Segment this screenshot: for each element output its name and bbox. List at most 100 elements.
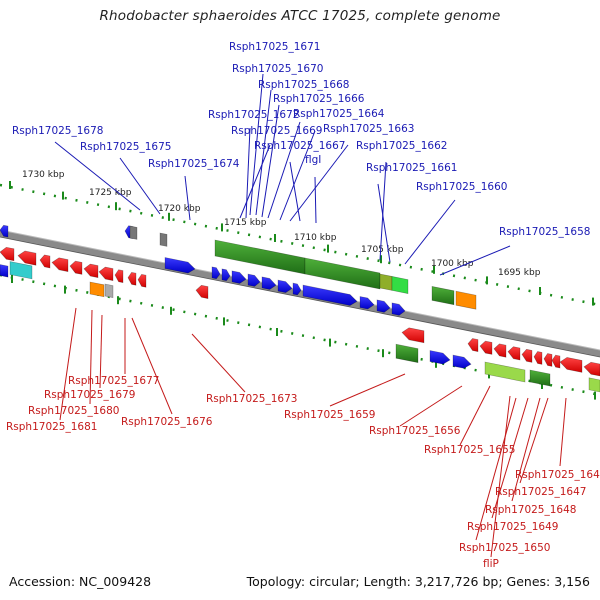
forward-gene (164, 257, 196, 274)
reverse-gene (17, 250, 37, 266)
gene-label: Rsph17025_1655 (424, 444, 515, 456)
gene-label: Rsph17025_1674 (148, 158, 240, 170)
pseudo-gene (455, 290, 477, 310)
reverse-gene (559, 357, 583, 373)
scale-label: 1725 kbp (89, 188, 132, 198)
leader-line (404, 199, 456, 265)
gene-label: Rsph17025_1680 (28, 405, 119, 417)
leader-line (131, 317, 173, 415)
leader-line (184, 175, 191, 221)
rna-gene (379, 273, 393, 291)
reverse-gene (479, 340, 493, 355)
reverse-gene (39, 254, 51, 269)
gene-label: Rsph17025_1663 (323, 123, 414, 135)
gene-label: Rsph17025_1673 (206, 393, 297, 405)
reverse-gene (114, 269, 124, 283)
leader-line (89, 309, 93, 405)
gene-label: Rsph17025_1658 (499, 226, 590, 238)
gene-label: Rsph17025_1676 (121, 416, 213, 428)
pseudo-gene (9, 261, 33, 280)
reverse-gene (127, 271, 137, 286)
reverse-gene (493, 343, 507, 358)
forward-gene (231, 270, 247, 284)
leader-line (279, 130, 316, 221)
scale-label: 1695 kbp (498, 268, 541, 278)
reverse-gene (195, 284, 209, 299)
leader-line (377, 183, 391, 263)
forward-gene (277, 279, 293, 293)
pseudo-gene (129, 225, 138, 240)
gene-label: Rsph17025_1664 (293, 108, 385, 120)
scale-label: 1715 kbp (224, 218, 267, 228)
reverse-gene (0, 246, 15, 262)
reverse-gene (507, 346, 521, 361)
reverse-gene (467, 338, 479, 352)
pseudo-gene (159, 232, 168, 247)
leader-line (267, 121, 301, 219)
forward-gene (302, 284, 358, 306)
gene-label: Rsph17025_1669 (231, 125, 322, 137)
reverse-gene (51, 257, 69, 272)
gene-label: Rsph17025_1668 (258, 79, 349, 91)
gene-label: Rsph17025_1671 (229, 41, 320, 53)
reverse-gene (401, 327, 425, 344)
label-leader-lines (54, 73, 567, 558)
leader-line (314, 176, 317, 224)
leader-line (289, 161, 301, 222)
gene-label: Rsph17025_1648 (485, 504, 576, 516)
leader-line (329, 373, 406, 407)
rna-gene (431, 286, 455, 306)
gene-label: Rsph17025_1666 (273, 93, 365, 105)
leader-line (255, 89, 272, 216)
reverse-gene (583, 361, 600, 377)
forward-gene-labels: Rsph17025_1671Rsph17025_1670Rsph17025_16… (12, 41, 590, 238)
gene-label: Rsph17025_1677 (68, 375, 159, 387)
leader-line (399, 385, 463, 427)
leader-line (119, 157, 161, 215)
gene-label: Rsph17025_1646 (515, 469, 600, 481)
leader-line (459, 385, 491, 446)
map-title: Rhodobacter sphaeroides ATCC 17025, comp… (99, 8, 501, 24)
gene-label: Rsph17025_1650 (459, 542, 550, 554)
leader-line (59, 307, 77, 421)
topology-label: Topology: circular; Length: 3,217,726 bp… (246, 574, 590, 589)
gene-label: Rsph17025_1659 (284, 409, 375, 421)
accession-label: Accession: NC_009428 (9, 574, 152, 589)
leader-line (245, 127, 251, 219)
rna-gene (214, 239, 306, 275)
gene-label: Rsph17025_1681 (6, 421, 97, 433)
scale-label: 1710 kbp (294, 233, 337, 243)
gene-label: Rsph17025_1661 (366, 162, 457, 174)
reverse-gene (98, 266, 114, 281)
rna-gene (391, 276, 409, 294)
gene-label: fliP (483, 558, 499, 570)
forward-gene (429, 350, 451, 365)
gene-features (0, 224, 600, 393)
forward-gene (0, 264, 9, 278)
reverse-gene (551, 354, 561, 369)
forward-gene (292, 282, 302, 296)
forward-gene (452, 354, 472, 369)
gene-label: Rsph17025_1678 (12, 125, 103, 137)
gene-label: Rsph17025_1656 (369, 425, 461, 437)
leader-line (191, 333, 246, 393)
leader-line (475, 397, 517, 541)
rna-gene (588, 377, 600, 393)
gene-label: flgI (305, 154, 321, 166)
leader-line (289, 144, 349, 222)
rna-gene (484, 361, 526, 383)
forward-gene (211, 266, 221, 280)
forward-gene (247, 273, 261, 287)
gene-label: Rsph17025_1672 (208, 109, 299, 121)
scale-label: 1720 kbp (158, 204, 201, 214)
forward-gene (0, 224, 9, 238)
leader-line (519, 397, 549, 484)
reverse-gene-labels: Rsph17025_1677Rsph17025_1679Rsph17025_16… (6, 375, 600, 570)
scale-label: 1700 kbp (431, 259, 474, 269)
pseudo-gene (89, 281, 105, 298)
gene-label: Rsph17025_1649 (467, 521, 558, 533)
leader-line (379, 161, 387, 261)
leader-line (559, 397, 567, 467)
